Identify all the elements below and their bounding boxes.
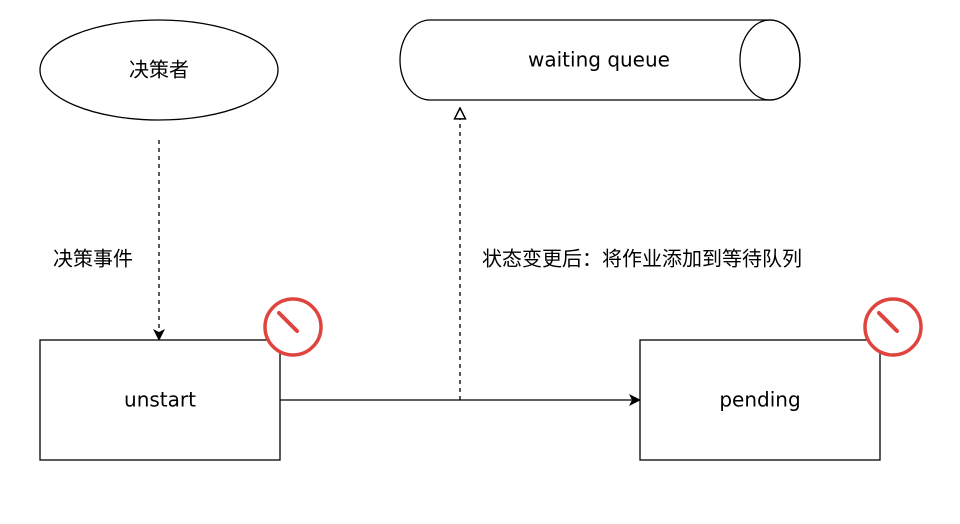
pending-node: pending <box>639 339 881 461</box>
unstart-node: unstart <box>39 339 281 461</box>
timer-icon <box>263 297 323 357</box>
state-change-label: 状态变更后：将作业添加到等待队列 <box>482 247 802 271</box>
decision-event-label: 决策事件 <box>53 247 133 271</box>
decider-label: 决策者 <box>129 58 189 82</box>
pending-label: pending <box>719 388 800 412</box>
waiting-queue-label: waiting queue <box>528 48 670 72</box>
unstart-label: unstart <box>124 388 196 412</box>
timer-icon <box>863 297 923 357</box>
waiting-queue-node: waiting queue <box>399 19 801 101</box>
decider-node: 决策者 <box>39 19 279 121</box>
